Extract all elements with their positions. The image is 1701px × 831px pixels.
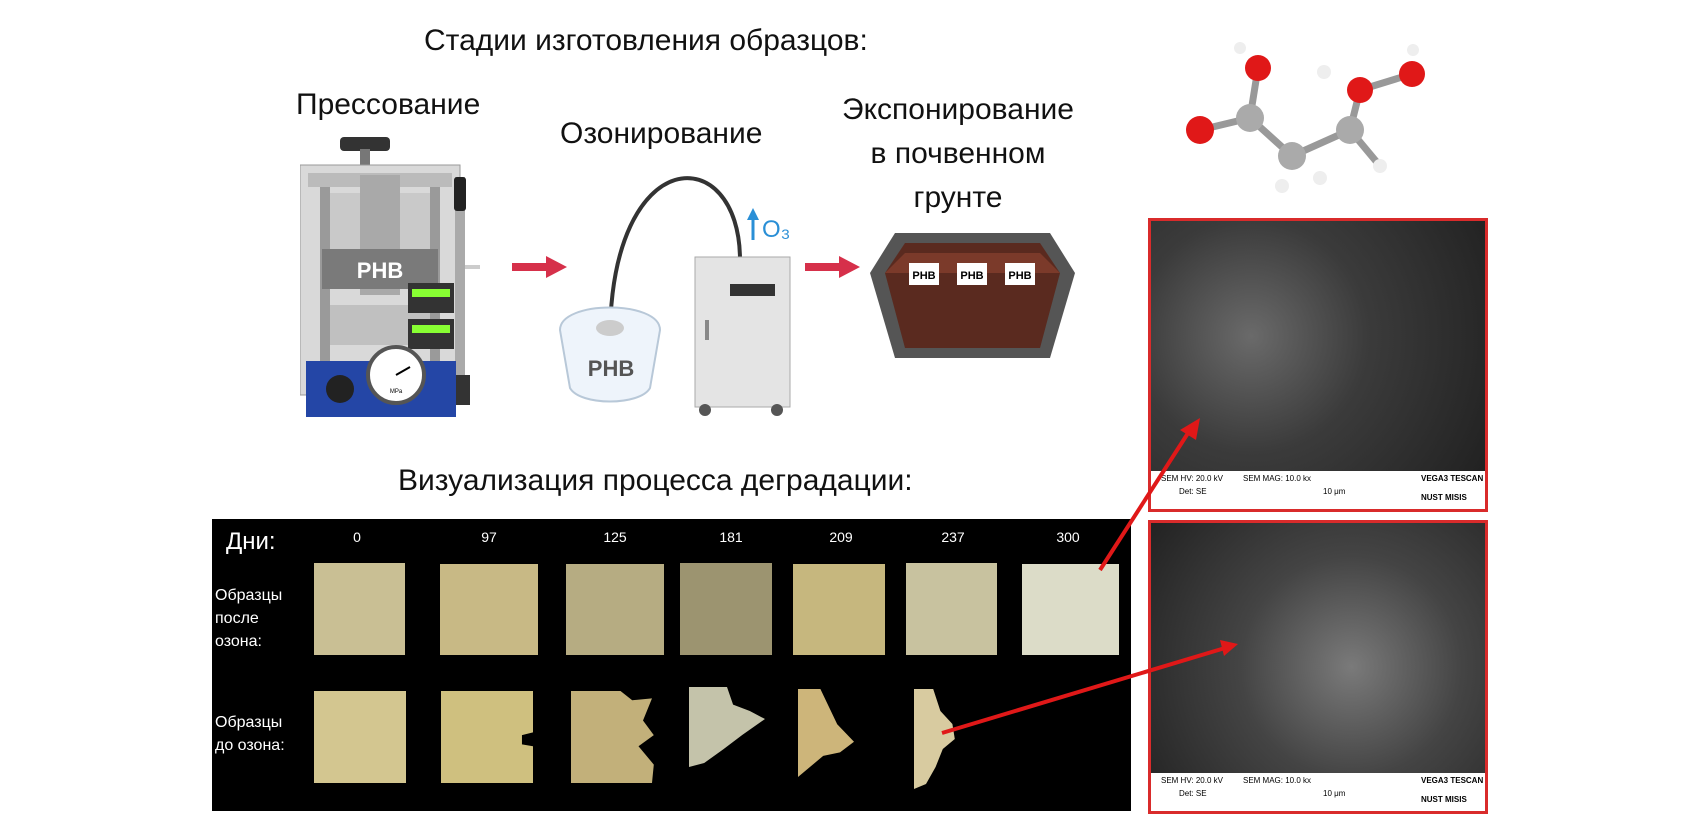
stage-ozonation-label: Озонирование bbox=[560, 117, 763, 150]
sample-before-day-125 bbox=[571, 691, 654, 783]
days-label: Дни: bbox=[226, 528, 276, 555]
day-label-6: 300 bbox=[1056, 529, 1080, 545]
molecule-model-illustration bbox=[1186, 42, 1425, 193]
sem-bottom-scale: 10 μm bbox=[1323, 789, 1346, 798]
sem-bottom-brand: VEGA3 TESCAN bbox=[1421, 776, 1484, 785]
row-after-line-2: после bbox=[215, 610, 259, 627]
degradation-panel: Дни: 0 97 125 181 209 237 300 Образцы по… bbox=[212, 519, 1131, 811]
sem-top-mag: SEM MAG: 10.0 kx bbox=[1243, 474, 1312, 483]
soil-tray-illustration: PHB PHB PHB bbox=[870, 233, 1075, 358]
sample-after-day-181 bbox=[680, 563, 772, 655]
sample-after-day-237 bbox=[906, 563, 997, 655]
arrow-to-sem-top bbox=[1098, 428, 1192, 572]
sem-bottom-org: NUST MISIS bbox=[1421, 795, 1467, 804]
day-label-3: 181 bbox=[719, 529, 743, 545]
row-after-line-3: озона: bbox=[215, 633, 262, 650]
sem-top-det: Det: SE bbox=[1179, 487, 1207, 496]
sample-after-day-125 bbox=[566, 564, 664, 655]
press-sample-label: PHB bbox=[357, 258, 403, 283]
sem-bottom-hv: SEM HV: 20.0 kV bbox=[1161, 776, 1223, 785]
sem-bottom-info-bar: SEM HV: 20.0 kV SEM MAG: 10.0 kx Det: SE… bbox=[1151, 773, 1485, 811]
row-after-line-1: Образцы bbox=[215, 587, 283, 604]
day-label-1: 97 bbox=[481, 529, 497, 545]
tray-sample-label-1: PHB bbox=[912, 270, 935, 282]
day-label-4: 209 bbox=[829, 529, 853, 545]
sem-image-top: SEM HV: 20.0 kV SEM MAG: 10.0 kx Det: SE… bbox=[1148, 218, 1488, 512]
sem-top-org: NUST MISIS bbox=[1421, 493, 1467, 502]
arrow-to-sem-bottom bbox=[941, 646, 1226, 735]
stage-soil-line-2: в почвенном bbox=[870, 137, 1046, 170]
sem-top-scale: 10 μm bbox=[1323, 487, 1346, 496]
hydraulic-press-illustration: PHB MPa bbox=[300, 137, 480, 417]
gauge-unit-label: MPa bbox=[390, 389, 403, 395]
sample-after-day-209 bbox=[793, 564, 885, 655]
sample-before-day-97 bbox=[441, 691, 533, 783]
row-before-line-1: Образцы bbox=[215, 714, 283, 731]
sample-before-day-0 bbox=[314, 691, 406, 783]
row-before-ozone-label: Образцы до озона: bbox=[215, 711, 285, 757]
sem-bottom-mag: SEM MAG: 10.0 kx bbox=[1243, 776, 1312, 785]
ozone-label: O₃ bbox=[762, 216, 790, 243]
day-label-0: 0 bbox=[353, 529, 361, 545]
sem-bottom-det: Det: SE bbox=[1179, 789, 1207, 798]
sample-after-day-300 bbox=[1022, 564, 1119, 655]
flow-arrow-1 bbox=[512, 256, 567, 278]
row-after-ozone-label: Образцы после озона: bbox=[215, 584, 282, 653]
sample-after-day-97 bbox=[440, 564, 538, 655]
sample-after-day-0 bbox=[314, 563, 405, 655]
stage-pressing-label: Прессование bbox=[296, 88, 481, 121]
desiccator-sample-label: PHB bbox=[588, 356, 634, 381]
sem-image-bottom: SEM HV: 20.0 kV SEM MAG: 10.0 kx Det: SE… bbox=[1148, 520, 1488, 814]
sem-top-hv: SEM HV: 20.0 kV bbox=[1161, 474, 1223, 483]
stage-soil-line-1: Экспонирование bbox=[842, 93, 1074, 126]
tray-sample-label-3: PHB bbox=[1008, 270, 1031, 282]
sem-top-brand: VEGA3 TESCAN bbox=[1421, 474, 1484, 483]
ozonator-illustration: PHB O₃ bbox=[558, 176, 791, 416]
flow-arrow-2 bbox=[805, 256, 860, 278]
stages-heading: Стадии изготовления образцов: bbox=[424, 24, 868, 57]
row-before-line-2: до озона: bbox=[215, 737, 285, 754]
visualization-heading: Визуализация процесса деградации: bbox=[398, 464, 913, 497]
day-label-5: 237 bbox=[941, 529, 965, 545]
stage-soil-exposure-label: Экспонирование в почвенном грунте bbox=[838, 88, 1078, 220]
day-label-2: 125 bbox=[603, 529, 627, 545]
tray-sample-label-2: PHB bbox=[960, 270, 983, 282]
sem-top-info-bar: SEM HV: 20.0 kV SEM MAG: 10.0 kx Det: SE… bbox=[1151, 471, 1485, 509]
stage-soil-line-3: грунте bbox=[913, 181, 1003, 214]
